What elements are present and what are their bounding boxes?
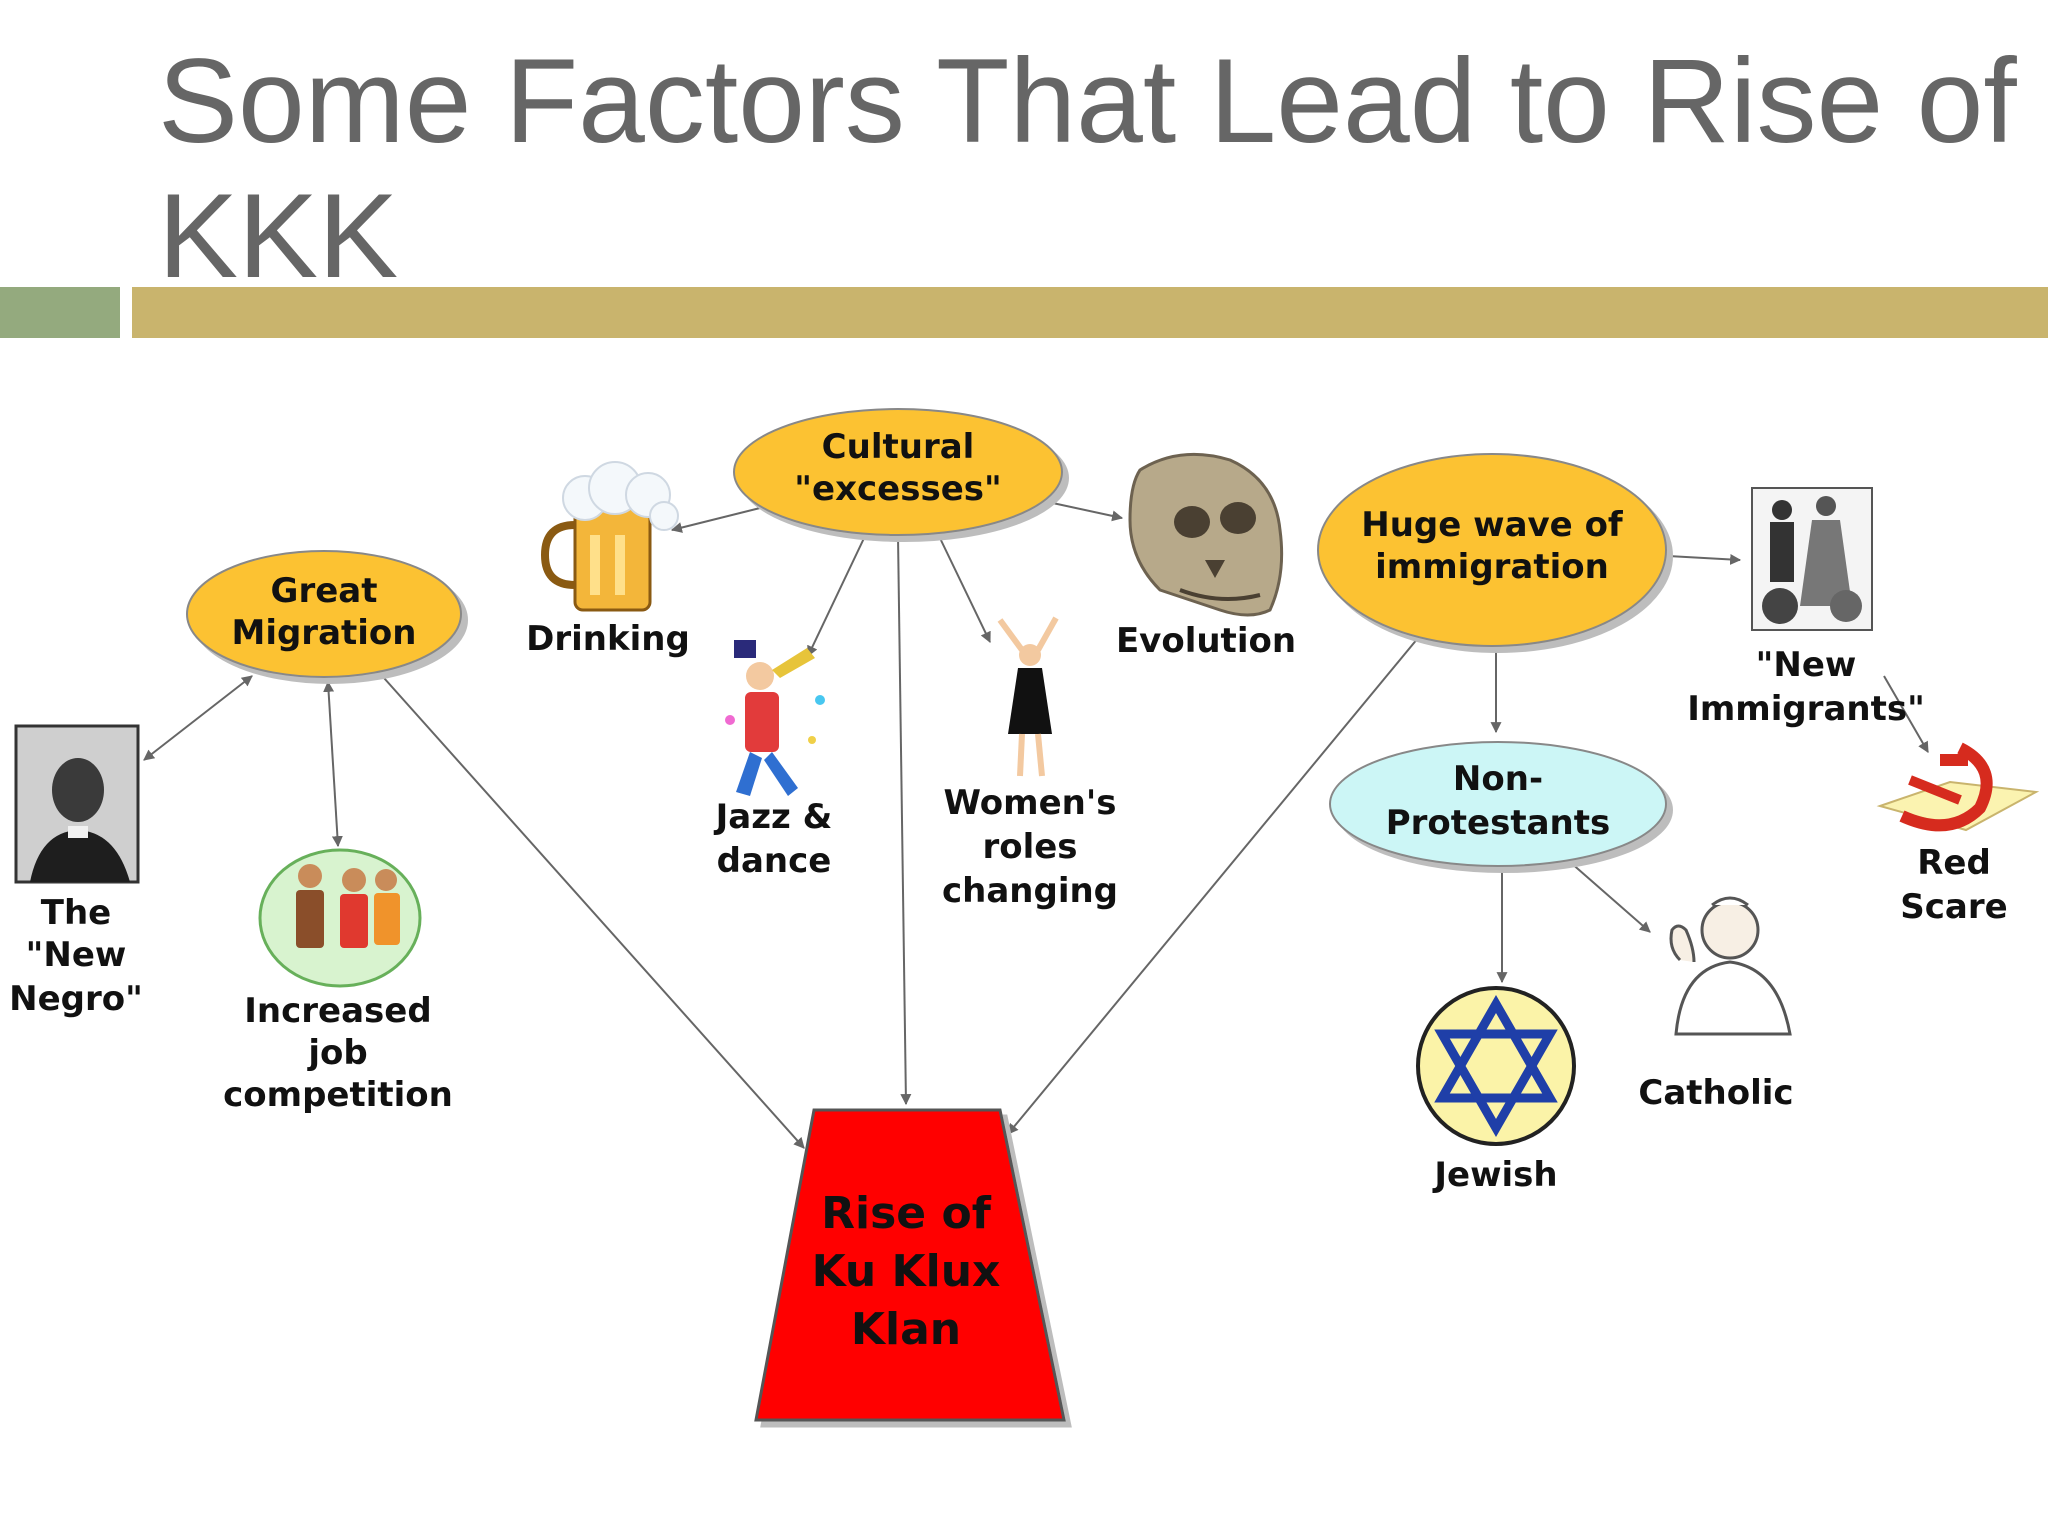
star-of-david-icon [1416,986,1576,1146]
arrow-nonprotestants-catholic [1569,861,1651,933]
slide-title: Some Factors That Lead to Rise of KKK [158,34,2018,304]
arrow-migration-jobs [323,680,343,848]
node-nonprot-line1: Non- [1453,759,1543,799]
node-klan-line3: Klan [851,1304,961,1355]
label-job-line3: competition [223,1075,453,1115]
node-klan-line2: Ku Klux [812,1246,1001,1297]
label-catholic: Catholic [1638,1073,1793,1113]
node-klan: Rise of Ku Klux Klan [754,1108,1066,1422]
workers-icon [258,848,422,988]
node-cultural-line1: Cultural [822,427,975,467]
arrow-immigration-newimmigrants [1667,553,1742,565]
label-jewish: Jewish [1432,1155,1557,1195]
slide-title-line2: KKK [158,169,399,303]
label-drinking: Drinking [526,619,690,659]
arrow-cultural-evolution [1047,501,1124,522]
label-jazz-line2: dance [717,841,832,881]
portrait-photo-icon [14,724,140,884]
arrow-migration-klan [383,677,805,1149]
arrow-migration-newnegro [143,675,253,761]
arrow-cultural-women [937,533,991,643]
node-non-protestants: Non- Protestants [1329,741,1667,867]
title-bar-gold [132,287,2048,338]
label-women-line1: Women's [944,783,1117,823]
arrow-cultural-klan [897,535,912,1106]
arrow-newimmigrants-redscare [1883,675,1929,753]
label-job-line2: job [306,1033,367,1073]
label-newnegro-line2: "New [26,935,127,975]
node-great-migration: Great Migration [186,550,462,678]
flapper-dancer-icon [997,616,1059,777]
immigrant-family-icon [1751,487,1873,631]
arrow-cultural-jazz [807,533,867,657]
title-bar-green [0,287,120,338]
connectors [143,501,1929,1149]
label-redscare-line1: Red [1917,843,1991,883]
node-immigration-line2: immigration [1375,547,1609,587]
node-migration-line1: Great [271,571,378,611]
label-redscare-line2: Scare [1900,887,2007,927]
label-newnegro-line1: The [41,893,111,933]
label-newimmigrants-line1: "New [1756,645,1857,685]
node-nonprot-line2: Protestants [1386,803,1611,843]
node-immigration: Huge wave of immigration [1317,453,1667,647]
jazz-trumpeter-icon [725,640,825,796]
node-immigration-line1: Huge wave of [1361,505,1624,545]
hammer-sickle-icon [1876,742,2040,832]
skull-icon [1128,452,1284,617]
node-klan-line1: Rise of [821,1188,992,1239]
beer-mug-icon [540,461,679,612]
label-jazz-line1: Jazz & [714,797,833,837]
catholic-priest-icon [1669,896,1792,1036]
slide-title-line1: Some Factors That Lead to Rise of [158,34,2017,168]
arrow-cultural-drinking [670,507,761,533]
node-cultural-line2: "excesses" [794,469,1001,509]
label-women-line2: roles [982,827,1077,867]
label-newnegro-line3: Negro" [9,979,143,1019]
label-women-line3: changing [942,871,1118,911]
label-job-line1: Increased [244,991,431,1031]
label-evolution: Evolution [1116,621,1296,661]
node-cultural-excesses: Cultural "excesses" [733,408,1063,536]
label-newimmigrants-line2: Immigrants" [1687,689,1925,729]
arrow-immigration-klan [1007,637,1419,1135]
node-migration-line2: Migration [231,613,416,653]
